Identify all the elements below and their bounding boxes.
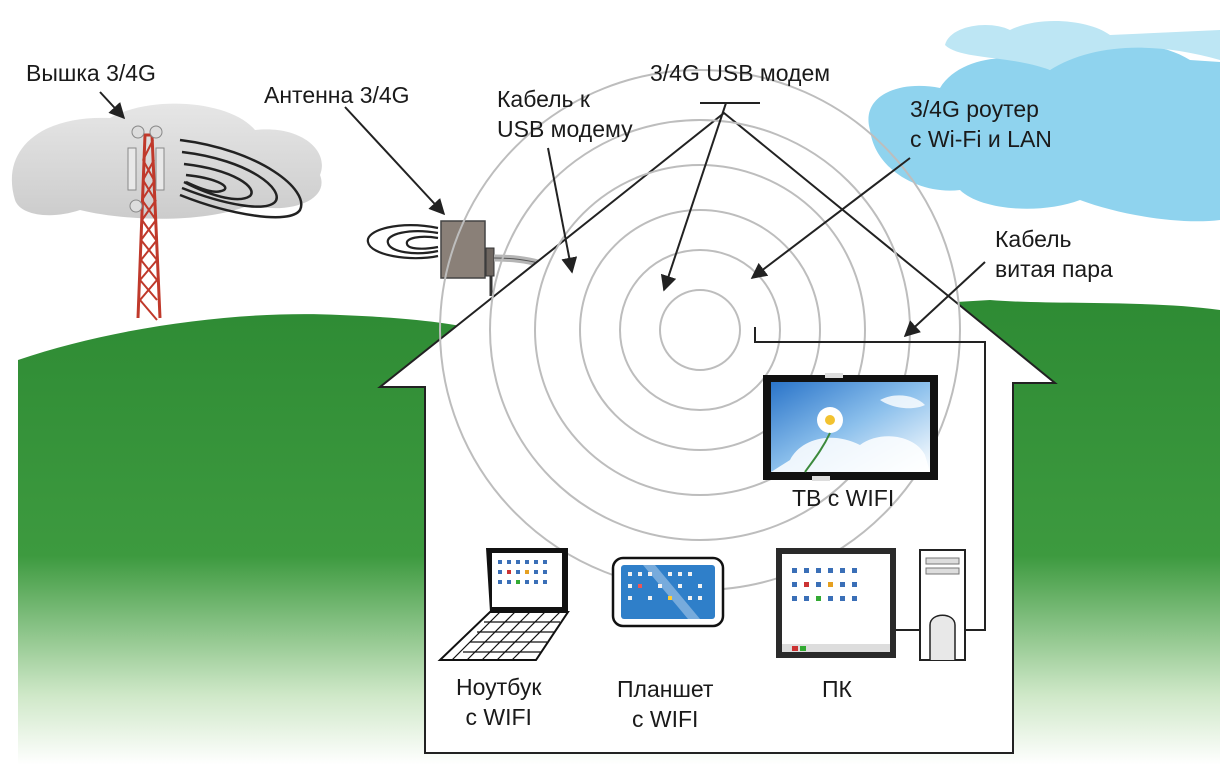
- label-laptop: Ноутбук с WIFI: [456, 672, 541, 732]
- blue-cloud: [868, 43, 1220, 222]
- label-router: 3/4G роутер с Wi-Fi и LAN: [910, 94, 1052, 154]
- label-tower: Вышка 3/4G: [26, 60, 156, 86]
- label-usb-cable: Кабель к USB модему: [497, 84, 633, 144]
- tower-signal-icon: [179, 138, 303, 219]
- twisted-pair-cable: [754, 327, 986, 631]
- laptop-icon: [437, 548, 570, 661]
- label-modem: 3/4G USB модем: [650, 60, 831, 86]
- label-router-line1: 3/4G роутер: [910, 96, 1039, 122]
- label-tablet: Планшет с WIFI: [617, 674, 713, 734]
- label-pc: ПК: [822, 676, 852, 702]
- label-tablet-line2: с WIFI: [632, 706, 699, 732]
- label-antenna: Антенна 3/4G: [264, 82, 410, 108]
- label-tv: ТВ с WIFI: [792, 485, 895, 511]
- top-cloud-right: [945, 20, 1220, 70]
- pointer-arrows: [99, 91, 986, 338]
- gray-cloud: [11, 103, 322, 219]
- label-twisted-pair-line1: Кабель: [995, 226, 1072, 252]
- tower-icon: [127, 125, 165, 321]
- tv-icon: [763, 373, 938, 481]
- label-laptop-line2: с WIFI: [465, 704, 532, 730]
- antenna-icon: [366, 220, 495, 296]
- label-router-line2: с Wi-Fi и LAN: [910, 126, 1052, 152]
- pc-icon: [776, 548, 966, 661]
- label-twisted-pair: Кабель витая пара: [995, 224, 1113, 284]
- label-usb-cable-line2: USB модему: [497, 116, 633, 142]
- label-tablet-line1: Планшет: [617, 676, 714, 702]
- label-usb-cable-line1: Кабель к: [497, 86, 590, 112]
- label-twisted-pair-line2: витая пара: [995, 256, 1113, 282]
- label-laptop-line1: Ноутбук: [456, 674, 542, 700]
- tablet-icon: [611, 556, 725, 628]
